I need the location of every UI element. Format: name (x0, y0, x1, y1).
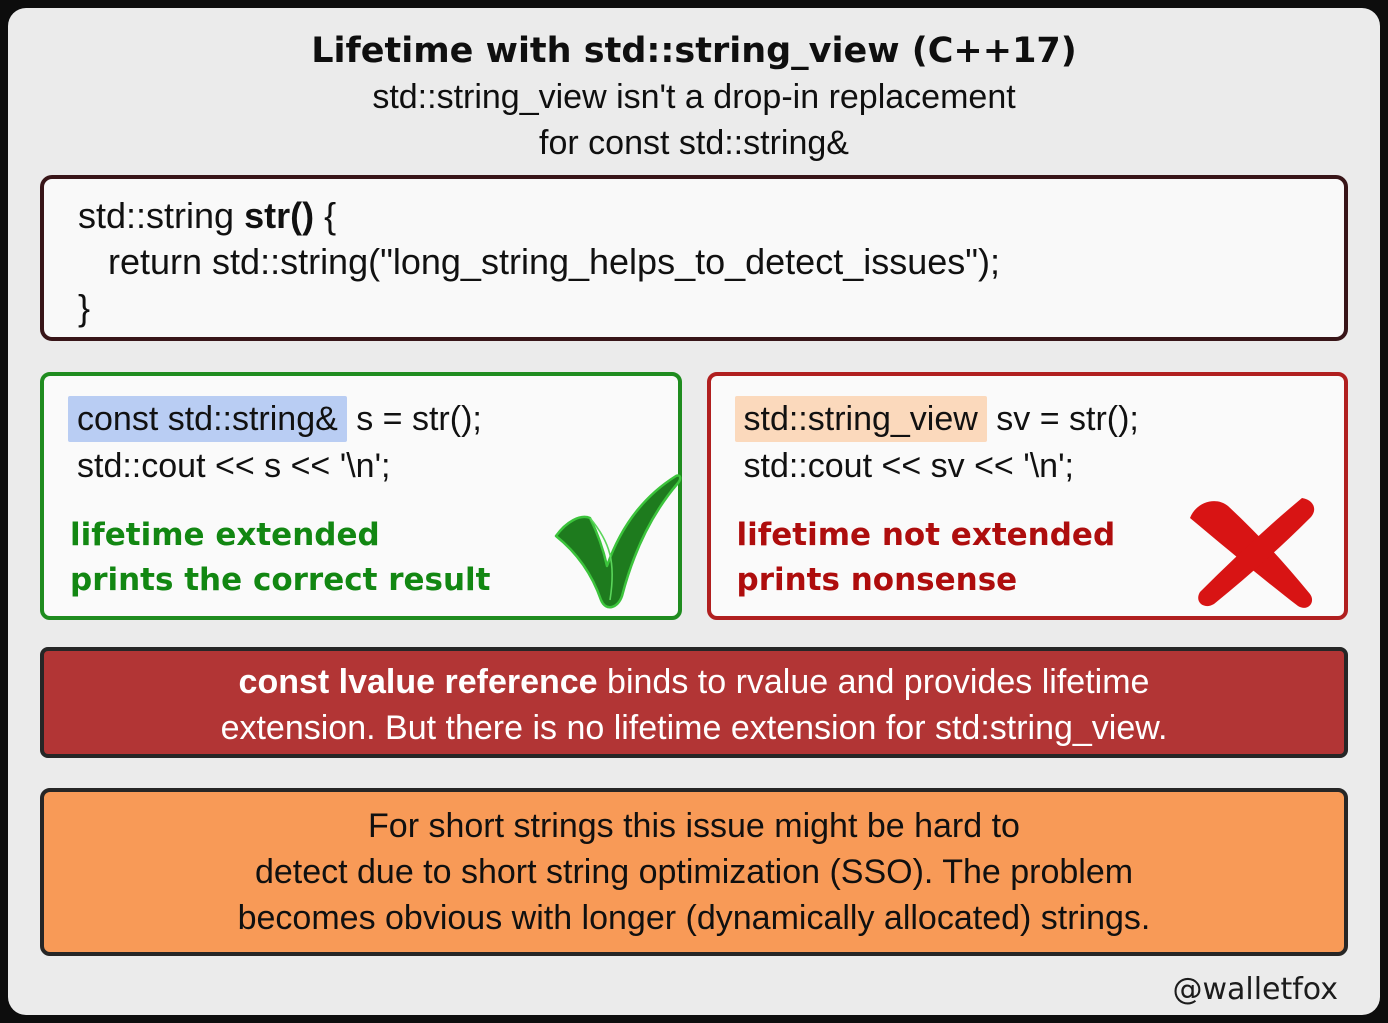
infographic-canvas: Lifetime with std::string_view (C++17) s… (8, 8, 1380, 1015)
watermark: @walletfox (1172, 972, 1338, 1007)
banner-line1-rest: binds to rvalue and provides lifetime (597, 663, 1150, 701)
code-line-2: return std::string("long_string_helps_to… (108, 241, 1001, 282)
title-block: Lifetime with std::string_view (C++17) s… (8, 8, 1380, 166)
bad-verdict-line2: prints nonsense (736, 562, 1018, 598)
sso-note-box: For short strings this issue might be ha… (40, 788, 1348, 956)
code-line1-post: { (314, 195, 337, 236)
good-case-box: const std::string& s = str(); std::cout … (40, 372, 682, 620)
code-line-3: } (78, 287, 91, 328)
x-mark-icon (1190, 498, 1315, 608)
good-verdict-line1: lifetime extended (70, 517, 380, 553)
bad-code-line-2: std::cout << sv << '\n'; (743, 447, 1075, 485)
banner-bold-phrase: const lvalue reference (238, 663, 598, 701)
page-title: Lifetime with std::string_view (C++17) (311, 31, 1077, 71)
code-line1-funcname: str() (244, 195, 315, 236)
highlight-string-view: std::string_view (734, 396, 987, 442)
code-line1-pre: std::string (78, 195, 245, 236)
banner-line-2: extension. But there is no lifetime exte… (220, 709, 1168, 747)
page-subtitle-line2: for const std::string& (539, 124, 849, 162)
code-line-1: std::string str() { (78, 193, 1344, 239)
highlight-const-ref: const std::string& (68, 396, 347, 442)
bad-verdict-line1: lifetime not extended (736, 517, 1116, 553)
page-subtitle-line1: std::string_view isn't a drop-in replace… (372, 78, 1016, 116)
note-line-1: For short strings this issue might be ha… (368, 807, 1020, 845)
comparison-row: const std::string& s = str(); std::cout … (40, 372, 1348, 620)
note-line-3: becomes obvious with longer (dynamically… (237, 899, 1151, 937)
good-verdict: lifetime extended prints the correct res… (70, 513, 678, 603)
bad-verdict: lifetime not extended prints nonsense (737, 513, 1345, 603)
good-code-line1-rest: s = str(); (346, 400, 482, 438)
bad-code-line-1: std::string_view sv = str(); (734, 396, 1345, 443)
bad-case-box: std::string_view sv = str(); std::cout <… (706, 372, 1348, 620)
good-code-line-2: std::cout << s << '\n'; (77, 447, 391, 485)
checkmark-icon (554, 474, 681, 609)
explanation-banner: const lvalue reference binds to rvalue a… (40, 647, 1348, 758)
banner-line-1: const lvalue reference binds to rvalue a… (44, 659, 1344, 705)
good-verdict-line2: prints the correct result (70, 562, 491, 598)
good-code-line-1: const std::string& s = str(); (68, 396, 678, 443)
note-line-2: detect due to short string optimization … (254, 853, 1134, 891)
bad-code-line1-rest: sv = str(); (986, 400, 1139, 438)
code-box-str-function: std::string str() { return std::string("… (40, 175, 1348, 341)
